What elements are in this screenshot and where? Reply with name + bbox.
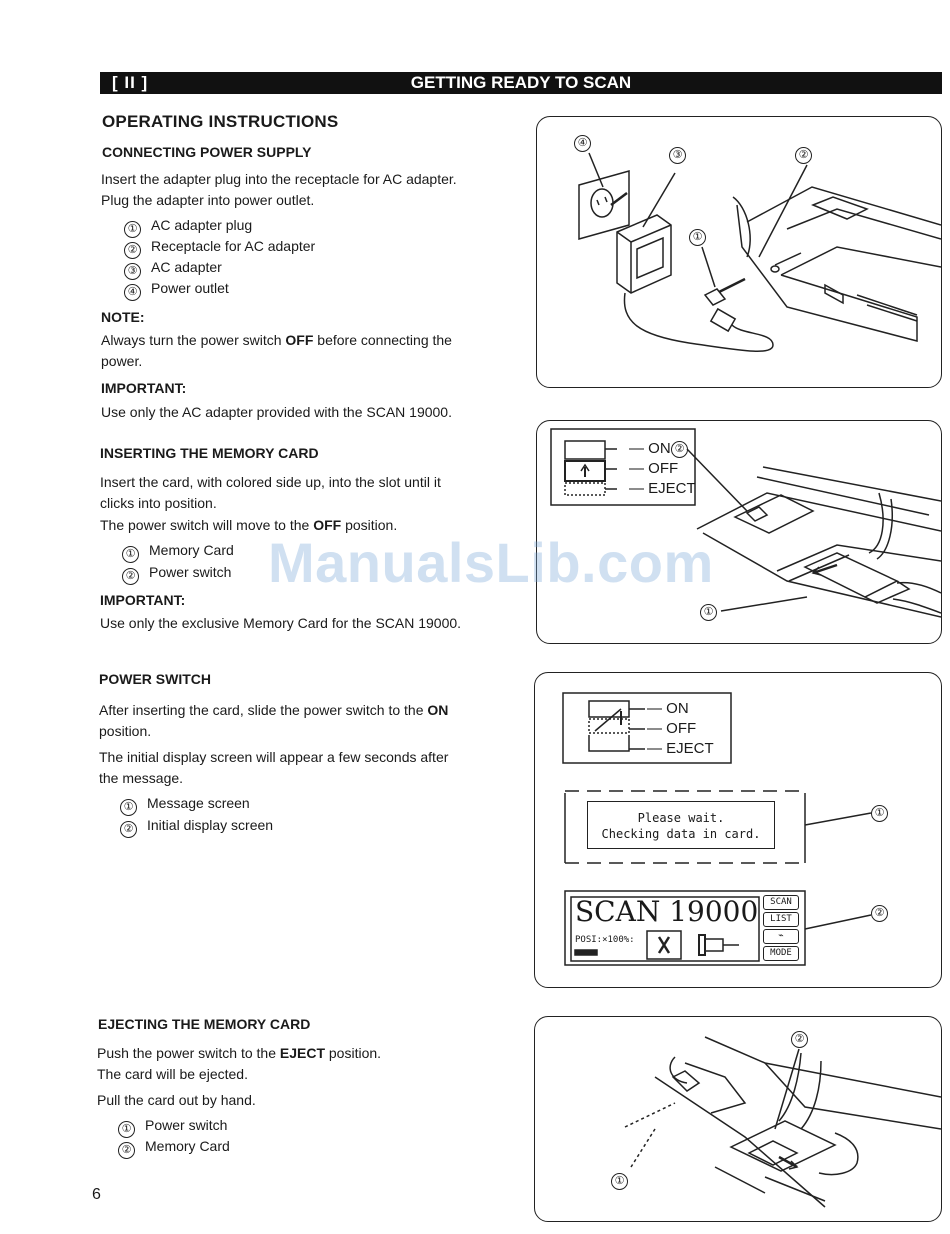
s1-note-text: Always turn the power switch OFF before … — [101, 332, 452, 348]
s3-p4: the message. — [99, 770, 184, 786]
switch-label-on: — ON — [647, 700, 689, 717]
lcd-message-line1: Please wait. — [637, 811, 725, 825]
eject-card-illustration — [624, 1036, 941, 1208]
callout-3: ③ — [669, 147, 686, 164]
lcd-message-line2: Checking data in card. — [601, 827, 761, 841]
s4-p1: Push the power switch to the EJECT posit… — [97, 1045, 382, 1061]
switch-label-on: — ON — [629, 440, 671, 457]
marker-1: ① — [122, 546, 139, 563]
callout-1: ① — [611, 1173, 628, 1190]
marker-2: ② — [122, 568, 139, 585]
insert-card-illustration — [550, 428, 941, 618]
s4-p2: The card will be ejected. — [97, 1066, 248, 1082]
s2-title: INSERTING THE MEMORY CARD — [100, 445, 319, 461]
lcd-scan-title: SCAN 19000 — [575, 895, 759, 928]
s1-important-text: Use only the AC adapter provided with th… — [101, 404, 452, 420]
callout-2: ② — [671, 441, 688, 458]
lcd-side-buttons: SCAN LIST ⌁ MODE — [763, 895, 799, 961]
callout-4: ④ — [574, 135, 591, 152]
s1-note-text-2: power. — [101, 353, 143, 369]
marker-2: ② — [118, 1142, 135, 1159]
callout-1: ① — [689, 229, 706, 246]
switch-label-eject: — EJECT — [629, 480, 696, 497]
s2-p1: Insert the card, with colored side up, i… — [100, 474, 441, 490]
power-supply-illustration — [578, 152, 941, 352]
callout-2: ② — [871, 905, 888, 922]
figure-power-switch: — ON — OFF — EJECT Please wait. Checking… — [534, 672, 942, 988]
switch-label-off: — OFF — [647, 720, 697, 737]
s1-p1: Insert the adapter plug into the recepta… — [101, 171, 457, 187]
lcd-list-button: LIST — [763, 912, 799, 927]
marker-2: ② — [120, 821, 137, 838]
page-heading: OPERATING INSTRUCTIONS — [102, 112, 339, 131]
marker-1: ① — [124, 221, 141, 238]
figure-insert-card: — ON — OFF — EJECT ② ① — [536, 420, 942, 644]
figure-eject-card: ② ① — [534, 1016, 942, 1222]
s2-p3: The power switch will move to the OFF po… — [100, 517, 398, 533]
lcd-scan-button: SCAN — [763, 895, 799, 910]
callout-2: ② — [795, 147, 812, 164]
section-header-bar: [ II ] GETTING READY TO SCAN — [100, 72, 942, 94]
marker-1: ① — [120, 799, 137, 816]
section-number: [ II ] — [112, 73, 149, 92]
callout-2: ② — [791, 1031, 808, 1048]
s2-important-text: Use only the exclusive Memory Card for t… — [100, 615, 462, 631]
s1-important-label: IMPORTANT: — [101, 380, 187, 396]
callout-1: ① — [700, 604, 717, 621]
s2-p2: clicks into position. — [100, 495, 217, 511]
s4-p3: Pull the card out by hand. — [97, 1092, 256, 1108]
lcd-mode-button: MODE — [763, 946, 799, 961]
lcd-pattern-button: ⌁ — [763, 929, 799, 944]
figure-power-supply: ④ ③ ② ① — [536, 116, 942, 388]
marker-3: ③ — [124, 263, 141, 280]
s3-p1: After inserting the card, slide the powe… — [99, 702, 449, 718]
marker-1: ① — [118, 1121, 135, 1138]
page-number: 6 — [92, 1186, 101, 1203]
section-title: GETTING READY TO SCAN — [410, 73, 632, 92]
marker-4: ④ — [124, 284, 141, 301]
pattern-icon: ⌁ — [778, 931, 784, 941]
switch-label-eject: — EJECT — [647, 740, 714, 757]
s4-title: EJECTING THE MEMORY CARD — [98, 1016, 311, 1032]
callout-1: ① — [871, 805, 888, 822]
lcd-posi-readout: POSI:×100%: — [575, 935, 635, 945]
s3-p2: position. — [99, 723, 152, 739]
lcd-message-screen: Please wait. Checking data in card. — [587, 801, 775, 849]
marker-2: ② — [124, 242, 141, 259]
switch-label-off: — OFF — [629, 460, 679, 477]
s3-p3: The initial display screen will appear a… — [99, 749, 449, 765]
s3-title: POWER SWITCH — [99, 671, 211, 687]
s1-note-label: NOTE: — [101, 309, 145, 325]
s1-title: CONNECTING POWER SUPPLY — [102, 144, 312, 160]
s1-p2: Plug the adapter into power outlet. — [101, 192, 315, 208]
power-switch-illustration — [562, 692, 872, 966]
s2-important-label: IMPORTANT: — [100, 592, 186, 608]
